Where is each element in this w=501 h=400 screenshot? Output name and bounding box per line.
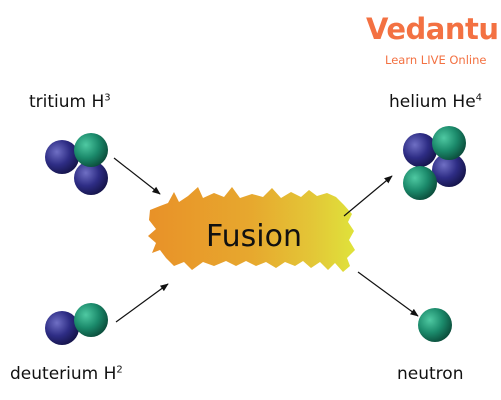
helium-mass-number: 4: [475, 92, 483, 104]
vedantu-logo: Vedantu Learn LIVE Online: [366, 12, 499, 72]
deuterium-mass-number: 2: [116, 364, 123, 376]
helium-label: helium He4: [389, 92, 482, 112]
tritium-mass-number: 3: [104, 92, 111, 104]
tritium-particle: [74, 133, 108, 167]
logo-tagline: Learn LIVE Online: [385, 53, 487, 67]
tritium-label: tritium H3: [29, 92, 111, 112]
deuterium-particle: [74, 303, 108, 337]
arrow-tritium-to-fusion: [113, 157, 161, 195]
helium-particle: [403, 166, 437, 200]
helium-particle: [403, 133, 437, 167]
tritium-particle: [74, 161, 108, 195]
helium-label-text: helium He: [389, 92, 476, 112]
deuterium-label: deuterium H2: [10, 364, 123, 384]
helium-particle: [432, 126, 466, 160]
tritium-particle: [45, 140, 79, 174]
tritium-nucleus: [45, 133, 108, 195]
logo-brand: Vedantu: [366, 12, 499, 46]
neutron-label: neutron: [397, 364, 464, 384]
tritium-label-text: tritium H: [29, 92, 105, 112]
arrow-fusion-to-helium: [343, 175, 393, 217]
fusion-burst: [148, 187, 355, 272]
deuterium-nucleus: [45, 303, 108, 345]
fusion-label: Fusion: [206, 219, 302, 254]
deuterium-label-text: deuterium H: [10, 364, 117, 384]
arrow-deuterium-to-fusion: [115, 283, 169, 323]
arrow-fusion-to-neutron: [357, 271, 419, 317]
helium-nucleus: [403, 126, 466, 200]
free-neutron: [418, 308, 452, 342]
helium-particle: [432, 153, 466, 187]
deuterium-particle: [45, 311, 79, 345]
